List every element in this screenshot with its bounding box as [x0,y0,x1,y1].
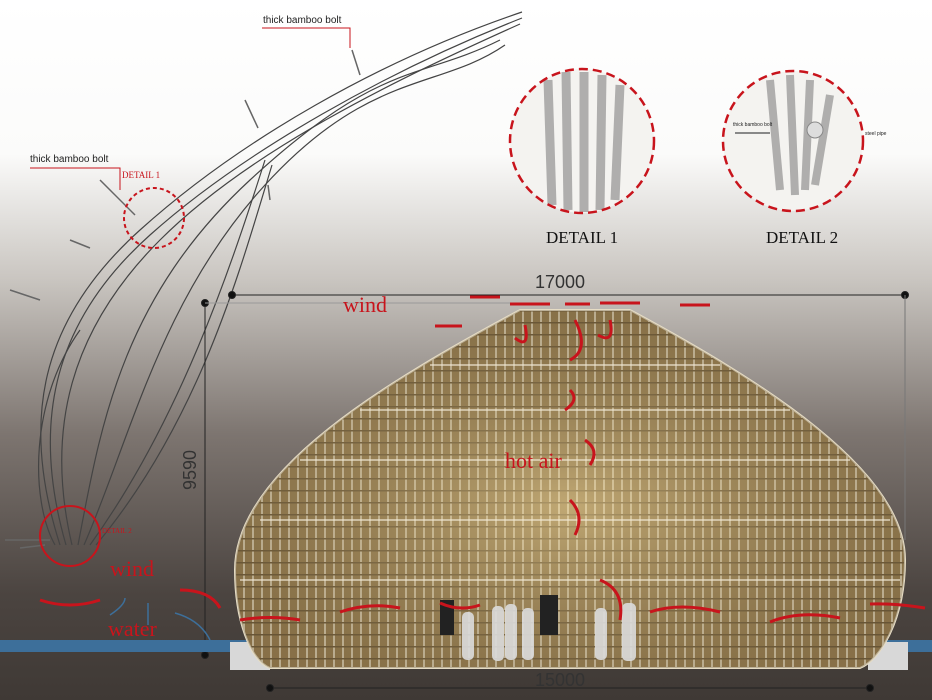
bamboo-bolts [5,49,361,549]
label-water: water [108,616,157,641]
bamboo-arch-sketch [38,11,523,546]
dimension-lines [201,291,909,692]
detail1-callout-circle [123,187,185,249]
bolt-top-leader [262,27,351,48]
people-silhouettes [462,603,636,661]
label-wind-left: wind [110,556,154,581]
detail2-bolt-label: thick bamboo bolt [733,122,773,128]
detail1-image [508,67,656,215]
label-hot-air: hot air [505,448,562,473]
label-wind-top: wind [343,292,387,317]
dimension-top-width: 17000 [535,272,586,292]
dimension-bottom-width: 15000 [535,670,586,690]
detail2-title: DETAIL 2 [766,228,839,247]
detail2-pipe-label: steel pipe [865,131,887,137]
detail2-image [721,69,865,213]
label-bolt-left: thick bamboo bolt [30,154,109,165]
label-bolt-top: thick bamboo bolt [263,15,342,26]
bolt-left-leader [30,167,121,190]
water-arrows [109,597,211,641]
detail2-callout-label: DETAIL 2 [102,527,132,535]
detail1-callout-label: DETAIL 1 [122,170,161,180]
detail1-title: DETAIL 1 [546,228,619,247]
detail2-callout-circle [39,505,101,567]
airflow-arrows [39,295,926,624]
bamboo-dome [233,309,907,669]
dimension-height: 9590 [180,449,200,490]
